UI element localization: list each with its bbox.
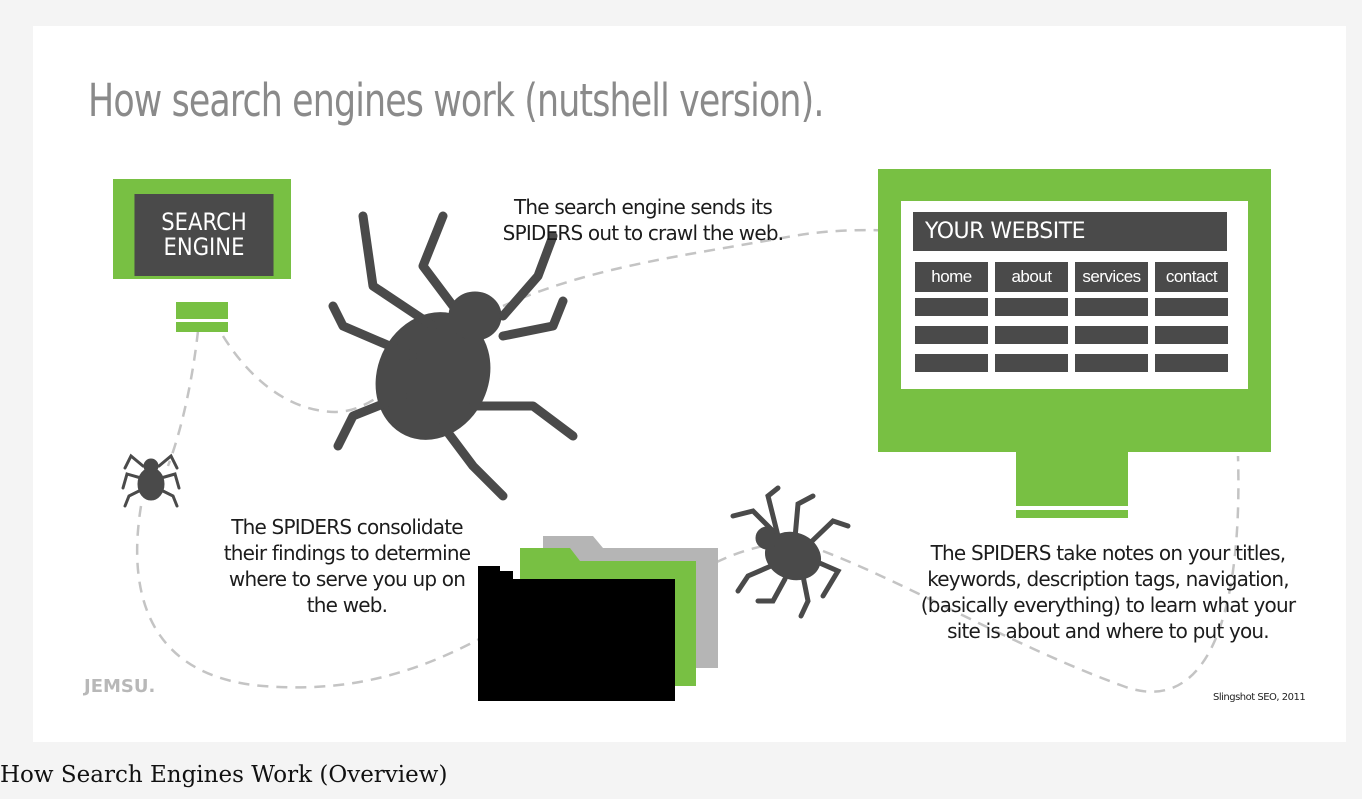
figure-caption: How Search Engines Work (Overview)	[0, 762, 448, 788]
diagram-title: How search engines work (nutshell versio…	[88, 74, 824, 127]
website-title-bar: YOUR WEBSITE	[913, 212, 1227, 251]
crawl-path-spider-to-website-bottom	[822, 455, 1240, 693]
website-nav-about: about	[995, 262, 1068, 292]
crawl-path-engine-to-spider	[221, 335, 394, 414]
crawl-path-engine-to-small-spider	[166, 330, 200, 467]
medium-spider-icon	[730, 485, 851, 619]
website-nav-home: home	[915, 262, 988, 292]
large-spider-icon	[328, 211, 578, 501]
small-spider-icon	[121, 453, 181, 508]
caption-consolidate: The SPIDERS consolidate their findings t…	[223, 515, 471, 617]
crawl-path-folder-to-spider	[682, 544, 764, 583]
crawl-path-small-spider-to-folder	[135, 505, 504, 689]
diagram-graphics	[113, 169, 1271, 701]
caption-notes: The SPIDERS take notes on your titles, k…	[920, 541, 1296, 643]
folder-stack-icon	[478, 536, 718, 701]
caption-spiders-out: The search engine sends its SPIDERS out …	[502, 195, 784, 245]
credit-text: Slingshot SEO, 2011	[1213, 692, 1306, 703]
search-engine-label: SEARCH ENGINE	[134, 194, 274, 276]
website-nav-services: services	[1075, 262, 1148, 292]
website-nav-contact: contact	[1155, 262, 1228, 292]
jemsu-logo: JEMSU.	[84, 676, 156, 697]
diagram-card: How search engines work (nutshell versio…	[33, 26, 1346, 742]
